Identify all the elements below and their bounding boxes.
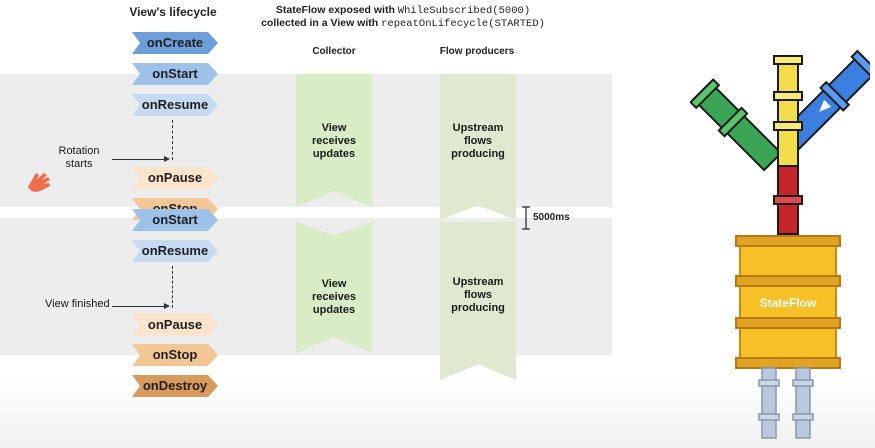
stateflow-header-code2: repeatOnLifecycle(STARTED) <box>381 18 545 30</box>
lifecycle-onstop-second: onStop <box>132 344 218 366</box>
producer-top-line2: flows <box>463 135 493 147</box>
green-pipe <box>690 78 783 172</box>
timeout-label: 5000ms <box>533 212 570 223</box>
lifecycle-ondestroy: onDestroy <box>132 375 218 397</box>
rotation-label: Rotation starts <box>54 145 104 171</box>
lifecycle-onstart: onStart <box>132 63 218 85</box>
collector-top-line2: receives <box>311 135 357 147</box>
collector-block-bottom: View receives updates <box>296 222 372 353</box>
lifecycle-title: View's lifecycle <box>129 5 217 19</box>
view-finished-arrow-line <box>112 306 164 307</box>
view-finished-label: View finished <box>45 298 110 310</box>
collector-bottom-line2: receives <box>311 291 357 303</box>
producers-column-title: Flow producers <box>439 46 515 57</box>
stateflow-barrel-label: StateFlow <box>759 296 817 310</box>
stateflow-header-line2: collected in a View with <box>261 17 382 29</box>
producer-bottom-line2: flows <box>463 289 493 301</box>
lifecycle-oncreate: onCreate <box>132 32 218 54</box>
producer-bottom-line3: producing <box>451 302 505 314</box>
stateflow-header: StateFlow exposed with WhileSubscribed(5… <box>258 4 548 30</box>
producer-bottom-line1: Upstream <box>452 276 504 288</box>
producer-top-line3: producing <box>451 148 505 160</box>
collector-top-line1: View <box>321 122 347 134</box>
lifecycle-onresume-second: onResume <box>132 240 218 262</box>
lifecycle-onpause: onPause <box>132 167 218 189</box>
pointer-hand-icon <box>28 173 50 192</box>
producer-top-line1: Upstream <box>452 122 504 134</box>
producer-block-bottom: Upstream flows producing <box>440 222 516 380</box>
lifecycle-onpause-second: onPause <box>132 314 218 336</box>
collector-bottom-line3: updates <box>312 304 356 316</box>
lifecycle-onstart-second: onStart <box>132 209 218 231</box>
stateflow-header-code1: WhileSubscribed(5000) <box>397 5 531 17</box>
stateflow-header-line1: StateFlow exposed with <box>275 4 398 16</box>
dashed-connector-bottom <box>172 266 173 308</box>
stateflow-barrel-pipes-illustration <box>690 49 870 439</box>
collector-column-title: Collector <box>312 46 356 57</box>
producer-block-top: Upstream flows producing <box>440 74 516 220</box>
rotation-label-line2: starts <box>65 158 93 170</box>
rotation-arrow-head <box>164 156 170 162</box>
view-finished-arrow-head <box>164 303 170 309</box>
rotation-arrow-line <box>112 159 164 160</box>
collector-block-top: View receives updates <box>296 74 372 207</box>
collector-top-line3: updates <box>312 148 356 160</box>
collector-bottom-line1: View <box>321 278 347 290</box>
rotation-label-line1: Rotation <box>58 145 100 157</box>
timeout-bracket <box>522 206 530 230</box>
lifecycle-onresume: onResume <box>132 94 218 116</box>
dashed-connector-top <box>172 120 173 160</box>
blue-pipe <box>780 49 870 151</box>
